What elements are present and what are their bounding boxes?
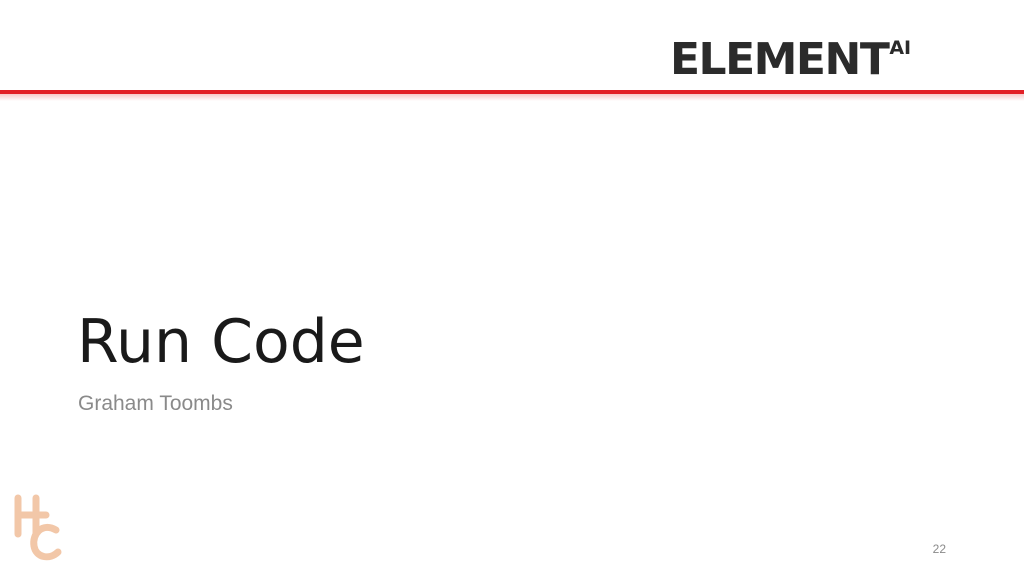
brand-logo: ELEMENTAI (670, 30, 911, 98)
brand-name: ELEMENT (670, 34, 890, 85)
header-rule-shadow (0, 94, 1024, 101)
slide-title: Run Code (77, 307, 365, 377)
slide-subtitle: Graham Toombs (78, 392, 233, 415)
slide-number: 22 (932, 542, 946, 556)
hc-watermark-logo (14, 494, 62, 561)
brand-superscript: AI (889, 37, 912, 59)
header-rule (0, 90, 1024, 94)
